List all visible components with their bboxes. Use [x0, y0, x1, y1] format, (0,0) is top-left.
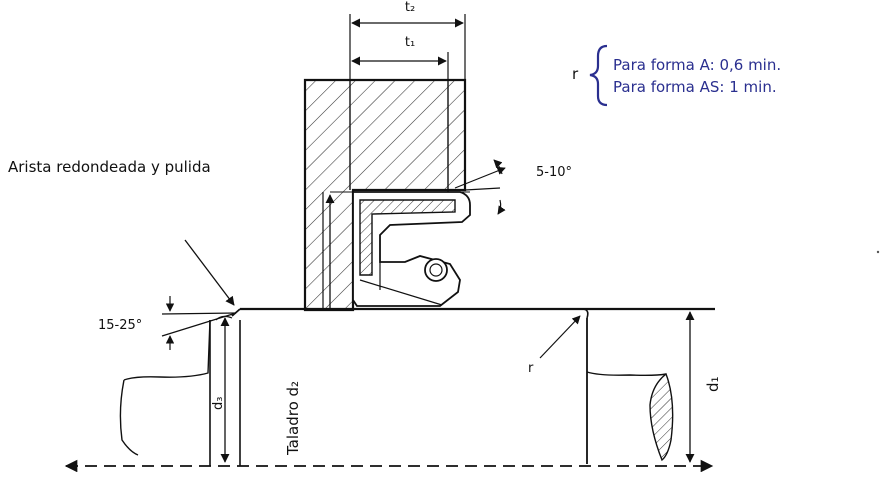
angle-5-10-dimension: [454, 159, 506, 215]
t2-label: t₂: [405, 0, 415, 15]
garter-spring: [424, 258, 448, 282]
taladro-label: Taladro d₂: [284, 381, 302, 456]
d3-label: d₃: [211, 397, 226, 410]
r-form-as-note: Para forma AS: 1 min.: [613, 78, 777, 96]
dimension-t2: [349, 14, 466, 80]
housing-block: [303, 78, 501, 312]
edge-note: Arista redondeada y pulida: [8, 158, 211, 176]
angle-5-10-label: 5-10°: [536, 165, 572, 180]
bore-dimension: [325, 191, 470, 309]
angle-15-25-dimension: [161, 296, 237, 350]
dimension-t1: [351, 52, 449, 80]
t1-label: t₁: [405, 35, 415, 50]
angle-15-25-label: 15-25°: [98, 318, 142, 333]
fillet-leader: [539, 315, 581, 359]
r-form-a-note: Para forma A: 0,6 min.: [613, 56, 781, 74]
r-symbol: r: [572, 65, 579, 83]
r-fillet-label: r: [528, 361, 534, 376]
speck: [876, 250, 880, 254]
seal-ring: [352, 191, 471, 307]
d1-label: d₁: [704, 376, 722, 392]
shaft: [119, 307, 715, 466]
edge-leader: [184, 239, 235, 306]
brace: [589, 44, 608, 107]
